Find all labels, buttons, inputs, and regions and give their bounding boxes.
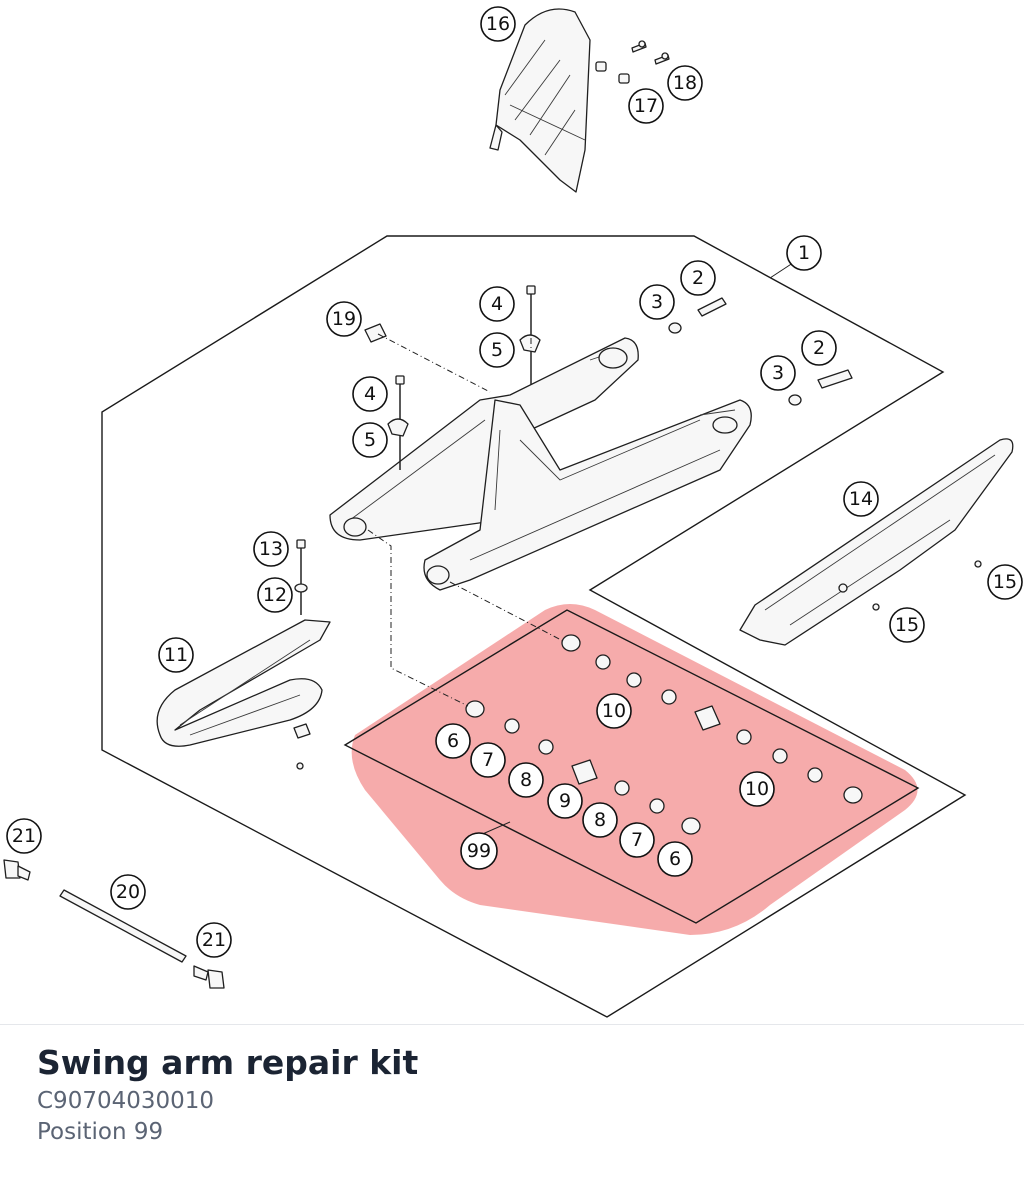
pivot-axle-part bbox=[3, 859, 225, 989]
callout-10-lower[interactable]: 10 bbox=[739, 771, 775, 807]
callout-19[interactable]: 19 bbox=[326, 301, 362, 337]
svg-text:8: 8 bbox=[594, 809, 606, 831]
callout-3-upper[interactable]: 3 bbox=[639, 284, 675, 320]
svg-text:2: 2 bbox=[692, 267, 704, 289]
callout-14[interactable]: 14 bbox=[843, 481, 879, 517]
chain-guard-part bbox=[739, 438, 1014, 646]
svg-text:5: 5 bbox=[364, 429, 376, 451]
callout-5-upper[interactable]: 5 bbox=[479, 332, 515, 368]
bushing-19-part bbox=[364, 323, 387, 343]
slider-screw bbox=[293, 539, 311, 770]
assembly-lines bbox=[367, 300, 566, 707]
svg-text:4: 4 bbox=[491, 293, 503, 315]
callout-7-left[interactable]: 7 bbox=[470, 742, 506, 778]
fender-screws bbox=[595, 40, 670, 84]
callout-9[interactable]: 9 bbox=[547, 783, 583, 819]
part-position: Position 99 bbox=[37, 1119, 164, 1145]
callout-99[interactable]: 99 bbox=[460, 832, 498, 870]
svg-text:1: 1 bbox=[798, 242, 810, 264]
callout-21-left[interactable]: 21 bbox=[6, 818, 42, 854]
svg-text:21: 21 bbox=[202, 929, 226, 951]
part-title: Swing arm repair kit bbox=[37, 1043, 419, 1082]
chain-guard-screws bbox=[872, 560, 982, 611]
bolt-clip-lower bbox=[387, 375, 409, 470]
svg-text:6: 6 bbox=[447, 730, 459, 752]
svg-text:19: 19 bbox=[332, 308, 356, 330]
svg-text:4: 4 bbox=[364, 383, 376, 405]
svg-text:15: 15 bbox=[993, 571, 1017, 593]
callout-21-right[interactable]: 21 bbox=[196, 922, 232, 958]
svg-text:12: 12 bbox=[263, 584, 287, 606]
callout-15-right[interactable]: 15 bbox=[987, 564, 1023, 600]
callout-12[interactable]: 12 bbox=[257, 577, 293, 613]
svg-text:18: 18 bbox=[673, 72, 697, 94]
svg-text:14: 14 bbox=[849, 488, 873, 510]
swing-arm-part bbox=[329, 337, 752, 591]
callout-8-left[interactable]: 8 bbox=[508, 762, 544, 798]
callout-6-left[interactable]: 6 bbox=[435, 723, 471, 759]
callout-20[interactable]: 20 bbox=[110, 874, 146, 910]
callout-5-lower[interactable]: 5 bbox=[352, 422, 388, 458]
callout-2-upper[interactable]: 2 bbox=[680, 260, 716, 296]
callout-10-upper[interactable]: 10 bbox=[596, 693, 632, 729]
swing-arm-pins bbox=[668, 297, 853, 406]
callout-15-lower[interactable]: 15 bbox=[889, 607, 925, 643]
part-number: C90704030010 bbox=[37, 1088, 215, 1114]
svg-text:7: 7 bbox=[631, 829, 643, 851]
callout-18[interactable]: 18 bbox=[667, 65, 703, 101]
callout-3-lower[interactable]: 3 bbox=[760, 355, 796, 391]
svg-text:15: 15 bbox=[895, 614, 919, 636]
svg-text:5: 5 bbox=[491, 339, 503, 361]
svg-text:3: 3 bbox=[651, 291, 663, 313]
callout-11[interactable]: 11 bbox=[158, 637, 194, 673]
callout-13[interactable]: 13 bbox=[253, 531, 289, 567]
svg-text:10: 10 bbox=[745, 778, 769, 800]
bolt-clip-upper bbox=[519, 285, 541, 385]
svg-text:6: 6 bbox=[669, 848, 681, 870]
callout-17[interactable]: 17 bbox=[628, 88, 664, 124]
callout-16[interactable]: 16 bbox=[480, 6, 516, 42]
svg-text:16: 16 bbox=[486, 13, 510, 35]
svg-text:7: 7 bbox=[482, 749, 494, 771]
part-info-panel: Swing arm repair kit C90704030010 Positi… bbox=[37, 1040, 1004, 1148]
svg-text:9: 9 bbox=[559, 790, 571, 812]
repair-kit-outline bbox=[343, 609, 920, 924]
repair-kit-parts bbox=[465, 634, 863, 835]
callout-8-right[interactable]: 8 bbox=[582, 802, 618, 838]
exploded-parts-diagram: 16 18 17 1 2 3 2 3 4 5 19 4 5 14 15 15 1… bbox=[3, 6, 1023, 1018]
callout-1[interactable]: 1 bbox=[786, 235, 822, 271]
svg-text:2: 2 bbox=[813, 337, 825, 359]
svg-text:99: 99 bbox=[467, 840, 491, 862]
callout-7-right[interactable]: 7 bbox=[619, 822, 655, 858]
svg-text:21: 21 bbox=[12, 825, 36, 847]
svg-text:10: 10 bbox=[602, 700, 626, 722]
callout-4-lower[interactable]: 4 bbox=[352, 376, 388, 412]
svg-text:11: 11 bbox=[164, 644, 188, 666]
callout-6-right[interactable]: 6 bbox=[657, 841, 693, 877]
divider bbox=[0, 1024, 1024, 1025]
svg-text:17: 17 bbox=[634, 95, 658, 117]
chain-slider-part bbox=[156, 619, 331, 747]
svg-text:8: 8 bbox=[520, 769, 532, 791]
rear-fender-part bbox=[489, 8, 591, 193]
svg-text:20: 20 bbox=[116, 881, 140, 903]
repair-kit-highlight bbox=[351, 604, 918, 935]
callout-4-upper[interactable]: 4 bbox=[479, 286, 515, 322]
assembly-outline bbox=[101, 235, 967, 1018]
callout-2-lower[interactable]: 2 bbox=[801, 330, 837, 366]
svg-text:3: 3 bbox=[772, 362, 784, 384]
svg-text:13: 13 bbox=[259, 538, 283, 560]
